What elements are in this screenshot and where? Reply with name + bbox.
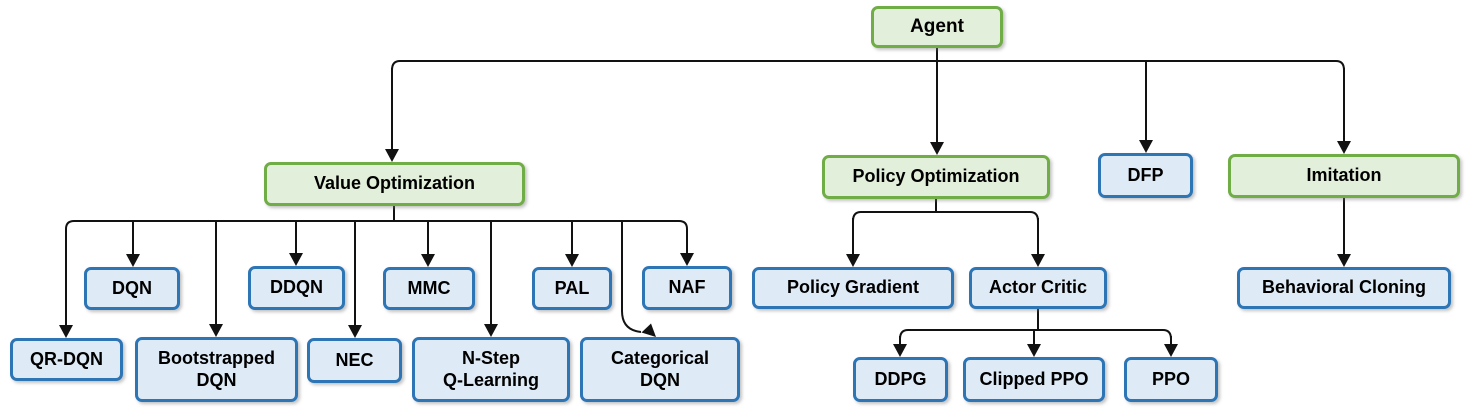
arrowhead-pal	[565, 254, 579, 267]
arrowhead-bootstrapped-dqn	[209, 324, 223, 337]
policy-optimization-bus	[852, 211, 1039, 222]
arrowhead-nec	[348, 325, 362, 338]
node-qr-dqn: QR-DQN	[10, 338, 123, 381]
node-naf: NAF	[642, 266, 732, 310]
node-dfp: DFP	[1098, 153, 1193, 198]
node-pal: PAL	[532, 267, 612, 310]
arrowhead-dqn	[126, 254, 140, 267]
arrowhead-value-optimization	[385, 149, 399, 162]
arrowhead-actor-critic	[1031, 254, 1045, 267]
node-imitation: Imitation	[1228, 154, 1460, 198]
node-bootstrapped-dqn: Bootstrapped DQN	[135, 337, 298, 402]
edges-from-policy-optimization	[846, 199, 1045, 267]
node-clipped-ppo: Clipped PPO	[963, 357, 1105, 402]
arrowhead-behavioral-cloning	[1337, 254, 1351, 267]
drop-to-categorical-dqn	[621, 221, 642, 333]
node-n-step-q-learning: N-Step Q-Learning	[412, 337, 570, 402]
arrowhead-mmc	[421, 254, 435, 267]
arrowhead-ddqn	[289, 253, 303, 266]
arrowhead-naf	[680, 253, 694, 266]
actor-critic-bus	[899, 329, 1172, 340]
value-optimization-bus	[65, 220, 688, 325]
arrowhead-dfp	[1139, 140, 1153, 153]
node-policy-gradient: Policy Gradient	[752, 267, 954, 309]
node-ddpg: DDPG	[853, 357, 948, 402]
arrowhead-policy-optimization	[930, 142, 944, 155]
node-ddqn: DDQN	[248, 266, 345, 310]
arrowhead-ppo	[1164, 344, 1178, 357]
node-dqn: DQN	[84, 267, 180, 310]
arrowhead-imitation	[1337, 141, 1351, 154]
arrowhead-policy-gradient	[846, 254, 860, 267]
arrowhead-clipped-ppo	[1027, 344, 1041, 357]
arrowhead-ddpg	[893, 344, 907, 357]
edges-from-imitation	[1337, 198, 1351, 267]
node-mmc: MMC	[383, 267, 475, 310]
node-ppo: PPO	[1124, 357, 1218, 402]
node-behavioral-cloning: Behavioral Cloning	[1237, 267, 1451, 309]
edges-from-value-optimization	[59, 206, 694, 338]
edges-from-agent	[385, 48, 1351, 162]
edges-from-actor-critic	[893, 309, 1178, 357]
arrowhead-categorical-dqn	[641, 323, 656, 337]
node-agent: Agent	[871, 6, 1003, 48]
node-policy-optimization: Policy Optimization	[822, 155, 1050, 199]
node-categorical-dqn: Categorical DQN	[580, 337, 740, 402]
node-actor-critic: Actor Critic	[969, 267, 1107, 309]
node-value-optimization: Value Optimization	[264, 162, 525, 206]
node-nec: NEC	[307, 338, 402, 383]
arrowhead-qr-dqn	[59, 325, 73, 338]
arrowhead-n-step-q-learning	[484, 324, 498, 337]
agent-children-bus	[391, 60, 1345, 71]
